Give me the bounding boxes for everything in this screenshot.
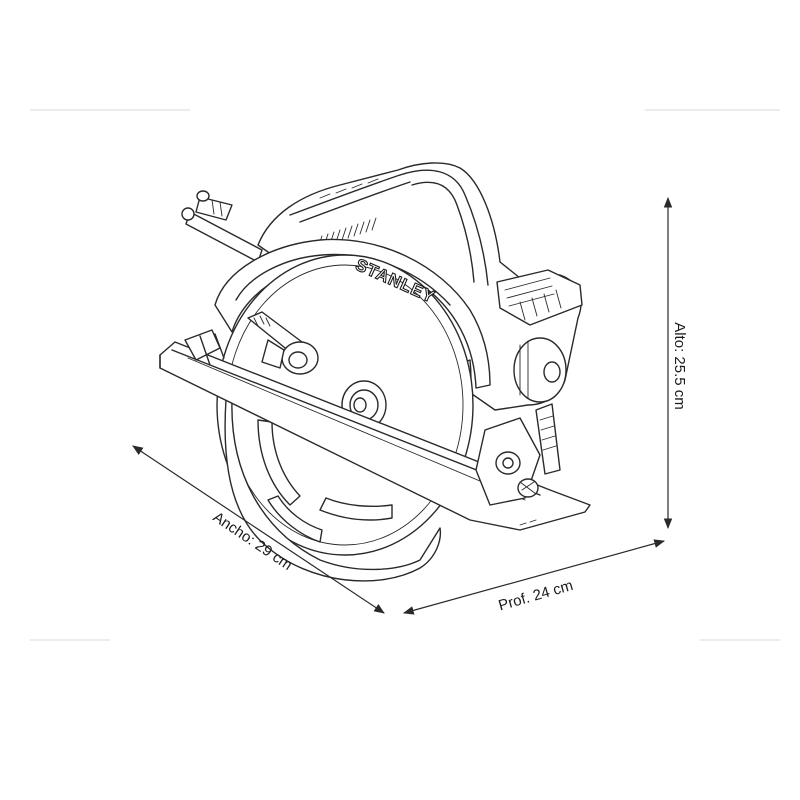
depth-lever <box>247 311 319 375</box>
circular-saw-drawing: STANLEY <box>159 162 591 582</box>
base-plate <box>159 329 591 531</box>
height-dimension: Alto: 25.5 cm <box>663 196 688 530</box>
depth-label: Prof. 24 cm <box>497 577 575 614</box>
faint-guide-lines <box>30 109 780 641</box>
power-cord <box>181 190 263 263</box>
depth-dimension: Prof. 24 cm <box>402 539 666 615</box>
switch-block <box>496 269 583 326</box>
height-label: Alto: 25.5 cm <box>671 322 688 410</box>
